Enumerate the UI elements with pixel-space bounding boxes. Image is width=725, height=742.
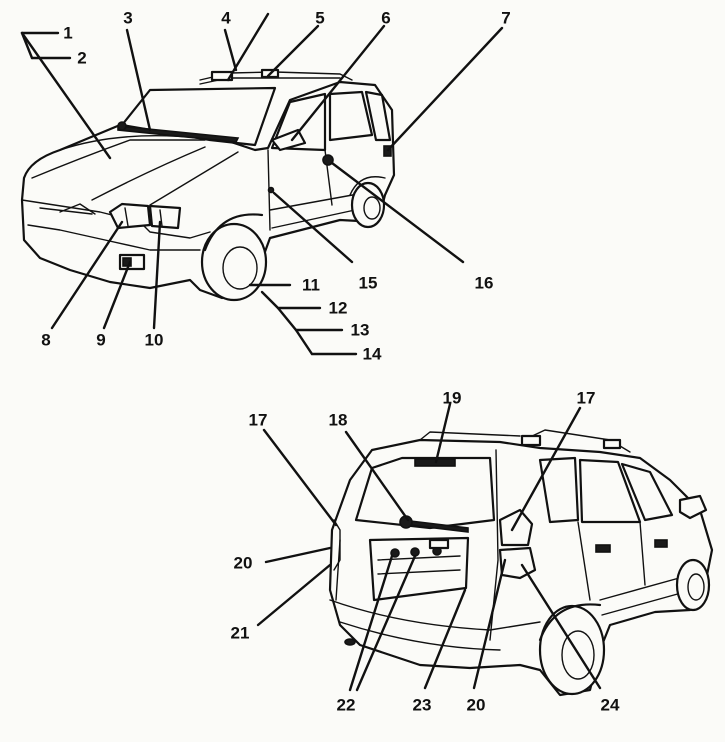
callout-4: 4 — [221, 8, 231, 28]
callout-21: 21 — [230, 623, 250, 643]
callout-8: 8 — [41, 330, 51, 350]
callout-15: 15 — [358, 273, 378, 293]
callout-14: 14 — [362, 344, 382, 364]
callout-23: 23 — [412, 695, 432, 715]
callout-13: 13 — [350, 320, 370, 340]
callout-24: 24 — [600, 695, 620, 715]
callout-19: 19 — [442, 388, 462, 408]
callout-17-left: 17 — [248, 410, 268, 430]
callout-16: 16 — [474, 273, 494, 293]
leader-lines — [20, 12, 602, 692]
callout-6: 6 — [381, 8, 391, 28]
callout-1: 1 — [63, 23, 73, 43]
callout-18: 18 — [328, 410, 348, 430]
callout-20-left: 20 — [233, 553, 253, 573]
front-view-car — [20, 68, 396, 302]
callout-7: 7 — [501, 8, 511, 28]
callout-12: 12 — [328, 298, 348, 318]
callout-11: 11 — [302, 275, 320, 295]
rear-view-car — [328, 429, 714, 697]
callout-20-right: 20 — [466, 695, 486, 715]
callout-9: 9 — [96, 330, 106, 350]
callout-10: 10 — [144, 330, 164, 350]
callout-5: 5 — [315, 8, 325, 28]
callout-2: 2 — [77, 48, 87, 68]
callout-17-right: 17 — [576, 388, 596, 408]
callout-22: 22 — [336, 695, 356, 715]
callout-3: 3 — [123, 8, 133, 28]
